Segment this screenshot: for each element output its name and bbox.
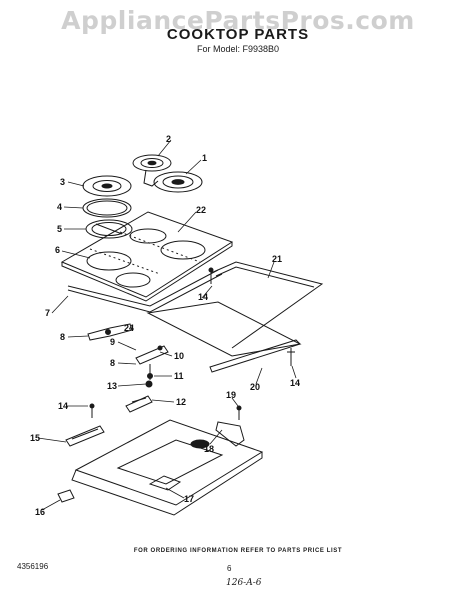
page-title: COOKTOP PARTS bbox=[166, 26, 310, 43]
part-bracket-assembly bbox=[135, 345, 169, 388]
callout-16: 16 bbox=[35, 507, 45, 517]
callout-8a: 8 bbox=[60, 332, 65, 342]
callout-10: 10 bbox=[174, 351, 184, 361]
page-number: 6 bbox=[227, 564, 232, 573]
model-subtitle: For Model: F9938B0 bbox=[196, 44, 280, 54]
part-frame bbox=[67, 269, 223, 313]
part-trim-ring bbox=[82, 198, 132, 218]
part-element-3 bbox=[82, 175, 132, 197]
callout-24: 24 bbox=[124, 323, 134, 333]
part-clip bbox=[57, 489, 75, 503]
callout-9: 9 bbox=[110, 337, 115, 347]
callout-22: 22 bbox=[196, 205, 206, 215]
handwritten-note: 126-A-6 bbox=[226, 578, 262, 588]
callout-11: 11 bbox=[174, 371, 184, 381]
part-burner-box bbox=[71, 419, 264, 516]
part-screw-lower bbox=[287, 348, 295, 366]
leader-lines bbox=[37, 139, 297, 511]
ordering-note: FOR ORDERING INFORMATION REFER TO PARTS … bbox=[133, 548, 343, 554]
callout-14-lower: 14 bbox=[290, 378, 300, 388]
watermark: AppliancePartsPros.com bbox=[61, 6, 415, 35]
part-bracket-18 bbox=[215, 421, 245, 447]
callout-21: 21 bbox=[272, 254, 282, 264]
callout-3: 3 bbox=[60, 177, 65, 187]
part-trim-rod bbox=[210, 261, 324, 349]
callout-14-upper: 14 bbox=[198, 292, 208, 302]
callout-labels: 1 2 3 4 5 6 7 8 9 8 10 11 12 13 14 14 15… bbox=[30, 134, 300, 517]
part-screw-left bbox=[89, 403, 95, 418]
part-hinge-12 bbox=[125, 395, 153, 413]
part-screw-upper bbox=[208, 267, 214, 284]
part-drip-bowl bbox=[85, 219, 133, 239]
part-surface-element-large bbox=[153, 171, 203, 193]
part-bracket-8a bbox=[87, 323, 133, 341]
part-front-channel bbox=[146, 301, 302, 373]
callout-6: 6 bbox=[55, 245, 60, 255]
callout-1: 1 bbox=[202, 153, 207, 163]
callout-20: 20 bbox=[250, 382, 260, 392]
callout-13: 13 bbox=[107, 381, 117, 391]
callout-15: 15 bbox=[30, 433, 40, 443]
document-number: 4356196 bbox=[17, 562, 49, 571]
callout-19: 19 bbox=[226, 390, 236, 400]
callout-18: 18 bbox=[204, 444, 214, 454]
callout-7: 7 bbox=[45, 308, 50, 318]
callout-14-left: 14 bbox=[58, 401, 68, 411]
part-cooktop-top bbox=[60, 211, 234, 302]
callout-17: 17 bbox=[184, 494, 194, 504]
callout-8b: 8 bbox=[110, 358, 115, 368]
part-screw-19 bbox=[236, 405, 242, 420]
callout-5: 5 bbox=[57, 224, 62, 234]
callout-2: 2 bbox=[166, 134, 171, 144]
callout-4: 4 bbox=[57, 202, 62, 212]
callout-12: 12 bbox=[176, 397, 186, 407]
part-surface-element-small bbox=[132, 154, 172, 187]
part-hinge-15 bbox=[65, 425, 105, 447]
